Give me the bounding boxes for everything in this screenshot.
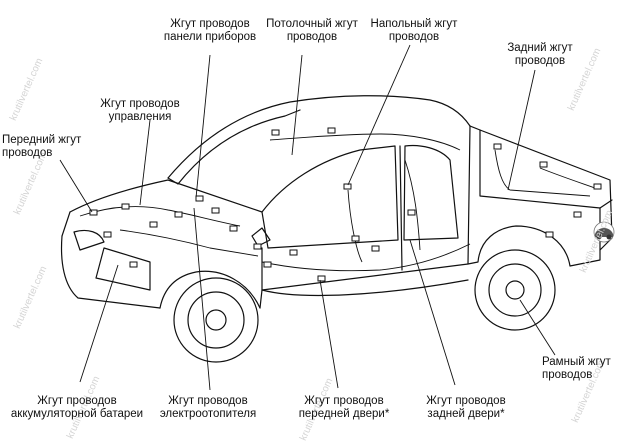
front-tire xyxy=(173,277,259,363)
label-rear-door-harness: Жгут проводов задней двери* xyxy=(426,395,506,420)
cab-side xyxy=(261,125,471,291)
truck-bed xyxy=(469,125,613,251)
label-heater-harness: Жгут проводов электроотопителя xyxy=(159,395,257,420)
connectors xyxy=(89,127,602,282)
front-door-window xyxy=(261,145,399,249)
cab-roof xyxy=(167,95,471,179)
label-control-harness: Жгут проводов управления xyxy=(100,98,180,123)
label-front-door-harness: Жгут проводов передней двери* xyxy=(298,395,390,420)
label-instrument-panel-harness: Жгут проводов панели приборов xyxy=(163,18,257,43)
rear-tire xyxy=(474,249,556,331)
label-floor-harness: Напольный жгут проводов xyxy=(370,18,458,43)
windshield xyxy=(167,109,301,185)
label-frame-harness: Рамный жгут проводов xyxy=(542,356,611,381)
label-rear-harness: Задний жгут проводов xyxy=(507,42,573,67)
harness-wires xyxy=(79,133,596,272)
leader-lines xyxy=(59,44,556,391)
label-front-harness: Передний жгут проводов xyxy=(2,134,82,159)
door-seam xyxy=(399,145,403,271)
front-bumper xyxy=(60,235,161,309)
front-fender xyxy=(159,270,261,309)
headlight xyxy=(73,229,105,251)
rear-door-window xyxy=(403,144,459,241)
grille xyxy=(95,247,151,291)
hood xyxy=(69,179,263,213)
label-battery-harness: Жгут проводов аккумуляторной батареи xyxy=(10,395,144,420)
site-logo xyxy=(593,221,615,243)
label-roof-harness: Потолочный жгут проводов xyxy=(266,18,358,43)
